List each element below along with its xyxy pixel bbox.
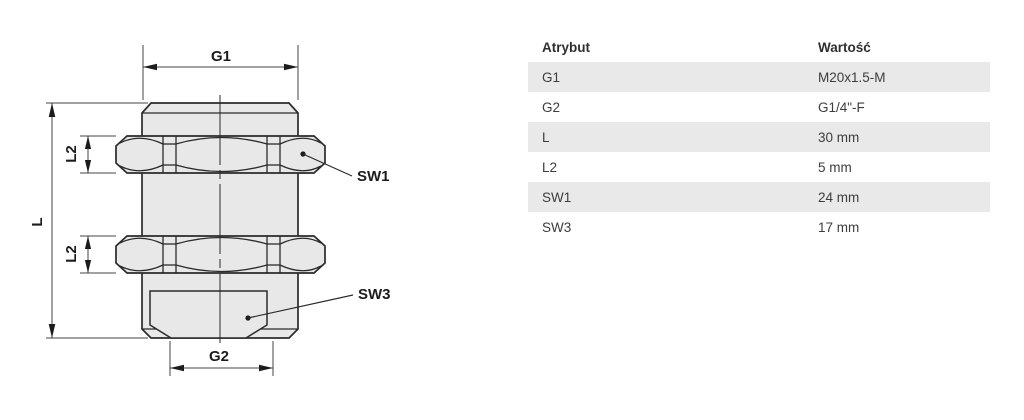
value-cell: 24 mm bbox=[818, 189, 860, 205]
sw1-label: SW1 bbox=[357, 168, 390, 185]
g2-label: G2 bbox=[209, 348, 229, 365]
hex-nut-bottom bbox=[115, 235, 326, 274]
dimension-g2: G2 bbox=[169, 341, 274, 376]
table-row: L 30 mm bbox=[528, 122, 990, 152]
fitting-technical-drawing: G1 L L2 L2 bbox=[29, 45, 391, 376]
value-cell: G1/4"-F bbox=[818, 99, 865, 115]
attr-cell: G2 bbox=[542, 99, 561, 115]
l2-bottom-label: L2 bbox=[63, 245, 80, 263]
hex-socket-sw3 bbox=[149, 290, 268, 339]
value-cell: 5 mm bbox=[818, 159, 852, 175]
attribute-table: Atrybut Wartość G1 M20x1.5-M G2 G1/4"-F … bbox=[528, 32, 990, 242]
value-cell: 30 mm bbox=[818, 129, 860, 145]
table-row: G1 M20x1.5-M bbox=[528, 62, 990, 92]
value-cell: M20x1.5-M bbox=[818, 69, 886, 85]
header-attribute: Atrybut bbox=[542, 39, 590, 55]
header-value: Wartość bbox=[818, 39, 871, 55]
l2-top-label: L2 bbox=[63, 145, 80, 163]
dimension-l: L bbox=[29, 102, 148, 339]
value-cell: 17 mm bbox=[818, 219, 860, 235]
leader-sw3: SW3 bbox=[245, 286, 391, 321]
table-row: SW1 24 mm bbox=[528, 182, 990, 212]
l-label: L bbox=[29, 217, 46, 226]
dimension-g1: G1 bbox=[142, 45, 299, 100]
attr-cell: G1 bbox=[542, 69, 561, 85]
table-row: SW3 17 mm bbox=[528, 212, 990, 242]
table-row: L2 5 mm bbox=[528, 152, 990, 182]
sw3-label: SW3 bbox=[358, 286, 391, 303]
g1-label: G1 bbox=[211, 48, 231, 65]
attr-cell: SW3 bbox=[542, 219, 572, 235]
attr-cell: SW1 bbox=[542, 189, 572, 205]
attr-cell: L2 bbox=[542, 159, 558, 175]
attr-cell: L bbox=[542, 129, 550, 145]
dimension-l2-bottom: L2 bbox=[63, 235, 116, 274]
dimension-l2-top: L2 bbox=[63, 135, 116, 174]
table-header-row: Atrybut Wartość bbox=[528, 32, 990, 62]
table-row: G2 G1/4"-F bbox=[528, 92, 990, 122]
leader-sw1: SW1 bbox=[300, 151, 390, 185]
